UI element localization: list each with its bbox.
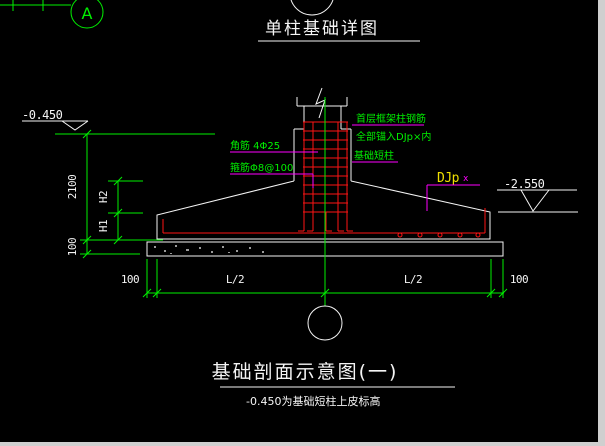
section-title: 基础剖面示意图(一) [212,361,399,383]
dim-h1: H1 [97,220,110,232]
rebar-callouts-left: 角筋 4Φ25 箍筋Φ8@100 [230,139,318,188]
elevation-bottom-value: -2.550 [504,177,545,191]
distribution-bar-dot [457,232,463,238]
dim-left-margin: 100 [121,273,139,286]
drawing-title-bottom: 基础剖面示意图(一) -0.450为基础短柱上皮标高 [212,361,455,408]
grid-bubble-circle [70,0,104,29]
left-dimensions: 2100 H2 H1 100 [66,129,163,259]
dim-right-margin: 100 [510,273,528,286]
dim-h2: H2 [97,191,110,203]
elevation-top-value: -0.450 [22,108,63,122]
dim-tick [82,235,92,245]
clipped-bubble-arc [290,0,334,16]
column-rebar-note-2: 全部锚入DJp×内 [356,130,431,143]
column-rebar-note-1: 首层框架柱钢筋 [356,112,426,125]
stirrups-label: 箍筋Φ8@100 [230,161,293,174]
short-column-label: 基础短柱 [354,149,394,162]
distribution-bar-dot [397,232,403,238]
dim-base-thickness: 100 [66,238,79,256]
bottom-dimensions: 100 L/2 L/2 100 [121,259,529,298]
elevation-triangle-icon [61,120,89,131]
distribution-bar-dot [475,232,481,238]
corner-bars-label: 角筋 4Φ25 [230,139,280,152]
dim-tick [320,288,330,298]
elevation-note: -0.450为基础短柱上皮标高 [246,394,380,408]
grid-axis-a: A [0,0,104,29]
drawing-title-top: 单柱基础详图 [258,19,420,42]
dim-tick [113,208,123,218]
footing-profile [156,180,491,240]
dim-tick [113,176,123,186]
dim-tick [82,129,92,139]
break-symbol-icon [315,87,326,119]
footing-mark-label: DJp [437,171,460,186]
window-edge-right [598,0,605,446]
elevation-marker-top: -0.450 [22,108,215,135]
dim-half-length-left: L/2 [226,273,244,286]
page-title: 单柱基础详图 [265,19,379,39]
rebar-callouts-right: 首层框架柱钢筋 全部锚入DJp×内 基础短柱 DJp x [352,112,480,211]
dim-tick [142,288,152,298]
dim-total-height: 2100 [66,175,79,200]
dim-tick [113,235,123,245]
dim-half-length-right: L/2 [404,273,422,286]
concrete-speckles [154,245,264,254]
dim-tick [152,288,162,298]
grid-bubble-label: A [82,4,93,23]
elevation-marker-bottom: -2.550 [497,177,578,213]
dim-tick [82,249,92,259]
elevation-triangle-icon [520,189,550,212]
window-edge-bottom [0,442,605,446]
distribution-bar-dot [437,232,443,238]
dim-tick [498,288,508,298]
distribution-bar-dot [417,232,423,238]
footing-mark-subscript: x [463,174,469,184]
dim-tick [486,288,496,298]
section-bubble-circle [307,305,343,341]
